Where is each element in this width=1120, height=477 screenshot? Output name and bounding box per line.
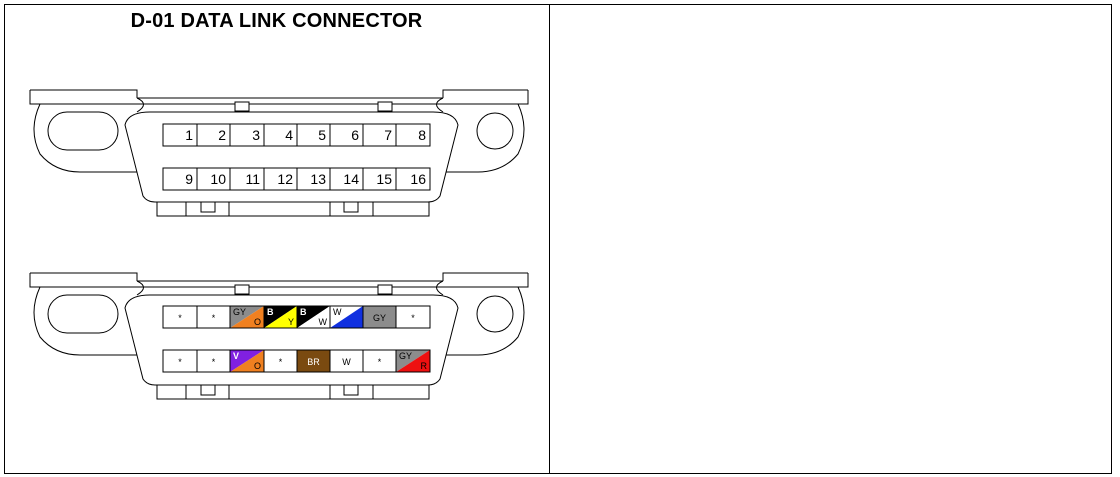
wire-primary-label: V xyxy=(233,351,239,361)
bottom-skirt xyxy=(156,202,430,217)
wire-primary-label: GY xyxy=(399,351,412,361)
bottom-skirt xyxy=(156,385,430,400)
left-mounting-flange xyxy=(29,89,142,173)
wire-secondary-stripe xyxy=(230,350,264,372)
wire-secondary-label: W xyxy=(319,317,328,327)
pin-number: 16 xyxy=(410,171,426,187)
flange-curve-left xyxy=(136,97,144,113)
pin-cell-wire xyxy=(395,349,431,373)
top-tab-left xyxy=(234,284,250,295)
right-mounting-hole xyxy=(476,295,514,333)
pin-unused-mark: * xyxy=(212,357,216,367)
panel-divider xyxy=(549,4,550,474)
pin-cell xyxy=(395,123,431,147)
back-rail xyxy=(30,97,528,105)
pin-number: 4 xyxy=(285,127,293,143)
diagram-title: D-01 DATA LINK CONNECTOR xyxy=(130,10,423,32)
pin-unused-mark: * xyxy=(178,313,182,323)
bottom-tab-left xyxy=(200,201,216,213)
wire-color-label: BR xyxy=(307,357,320,367)
wire-secondary-label: O xyxy=(254,317,261,327)
left-mounting-slot xyxy=(47,294,119,334)
pin-number: 11 xyxy=(245,171,260,187)
pin-number: 15 xyxy=(376,171,392,187)
wire-color-label: GY xyxy=(373,313,386,323)
top-tab-right xyxy=(377,101,393,112)
left-mounting-flange xyxy=(29,272,142,356)
bottom-tab-right xyxy=(343,201,359,213)
wire-color-label: W xyxy=(342,357,351,367)
wire-secondary-label: O xyxy=(254,361,261,371)
wire-secondary-stripe xyxy=(297,306,330,328)
wire-secondary-stripe xyxy=(230,306,264,328)
pin-unused-mark: * xyxy=(279,357,283,367)
pin-number: 7 xyxy=(384,127,392,143)
bottom-tab-right xyxy=(343,384,359,396)
right-mounting-flange xyxy=(442,89,529,173)
pin-unused-mark: * xyxy=(178,357,182,367)
left-mounting-slot xyxy=(47,111,119,151)
diagram-frame xyxy=(4,4,1112,474)
pin-number: 10 xyxy=(210,171,226,187)
right-mounting-hole xyxy=(476,112,514,150)
top-tab-left xyxy=(234,101,250,112)
wire-secondary-stripe xyxy=(330,306,363,328)
bottom-tab-left xyxy=(200,384,216,396)
pin-number: 8 xyxy=(418,127,426,143)
pin-number: 5 xyxy=(318,127,326,143)
wire-secondary-stripe xyxy=(396,350,430,372)
pin-number: 12 xyxy=(277,171,293,187)
pin-cell-unused xyxy=(395,305,431,329)
flange-curve-right xyxy=(436,280,444,296)
wire-primary-label: W xyxy=(333,307,342,317)
wire-primary-label: GY xyxy=(233,307,246,317)
flange-curve-right xyxy=(436,97,444,113)
pin-number: 14 xyxy=(343,171,359,187)
pin-number: 6 xyxy=(351,127,359,143)
right-mounting-flange xyxy=(442,272,529,356)
pin-unused-mark: * xyxy=(212,313,216,323)
pin-cell xyxy=(395,167,431,191)
wire-secondary-stripe xyxy=(264,306,297,328)
wire-secondary-label: Y xyxy=(288,317,294,327)
back-rail xyxy=(30,280,528,288)
pin-number: 1 xyxy=(185,127,193,143)
wire-primary-label: B xyxy=(300,307,307,317)
flange-curve-left xyxy=(136,280,144,296)
wire-primary-label: B xyxy=(267,307,274,317)
pin-number: 13 xyxy=(310,171,326,187)
pin-unused-mark: * xyxy=(378,357,382,367)
pin-number: 3 xyxy=(252,127,260,143)
pin-number: 2 xyxy=(218,127,226,143)
pin-number: 9 xyxy=(185,171,193,187)
pin-unused-mark: * xyxy=(411,313,415,323)
wire-secondary-label: R xyxy=(421,361,428,371)
top-tab-right xyxy=(377,284,393,295)
